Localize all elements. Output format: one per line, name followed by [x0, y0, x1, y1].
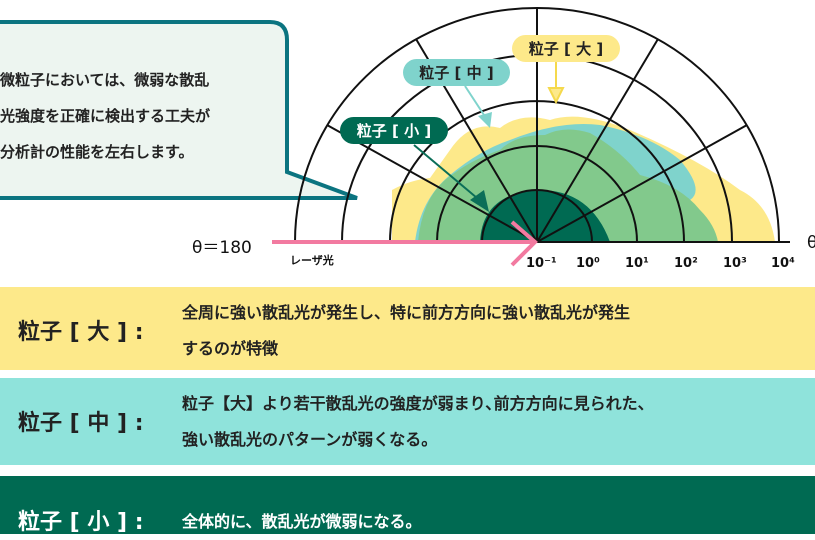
callout-text: 微粒子においては、微弱な散乱 光強度を正確に検出する工夫が 分析計の性能を左右し…: [0, 62, 290, 170]
tag-small: 粒子 [ 小 ]: [340, 117, 448, 144]
theta-180-label: θ＝180: [192, 238, 252, 258]
tag-medium: 粒子 [ 中 ]: [403, 59, 510, 86]
panel-name: 粒子 [ 大 ] :: [18, 320, 144, 345]
tick-label: 10⁻¹: [526, 256, 557, 271]
polar-scatter-diagram: [0, 7, 790, 267]
tick-label: 10³: [723, 256, 747, 271]
callout-line: 光強度を正確に検出する工夫が: [0, 107, 211, 125]
polar-grid: [292, 7, 790, 243]
tag-large: 粒子 [ 大 ]: [512, 35, 620, 62]
panel-large: 粒子 [ 大 ] : 全周に強い散乱光が発生し、特に前方方向に強い散乱光が発生 …: [0, 287, 815, 370]
panel-medium: 粒子 [ 中 ] : 粒子【大】より若干散乱光の強度が弱まり､前方方向に見られた…: [0, 378, 815, 465]
panel-name: 粒子 [ 小 ] :: [18, 510, 144, 535]
desc-line: 強い散乱光のパターンが弱くなる。: [182, 430, 438, 449]
callout-line: 微粒子においては、微弱な散乱: [0, 71, 210, 89]
desc-line: 粒子【大】より若干散乱光の強度が弱まり､前方方向に見られた、: [182, 394, 654, 413]
pointer-arrows: [413, 62, 565, 212]
panel-name: 粒子 [ 中 ] :: [18, 411, 144, 436]
laser-label: レーザ光: [290, 254, 334, 267]
panel-desc: 全体的に、散乱光が微弱になる。: [182, 504, 422, 540]
tick-label: 10⁴: [771, 256, 795, 271]
panel-small: 粒子 [ 小 ] : 全体的に、散乱光が微弱になる。: [0, 476, 815, 535]
callout-box: [0, 20, 358, 200]
desc-line: 全体的に、散乱光が微弱になる。: [182, 512, 422, 531]
tick-label: 10²: [674, 256, 698, 271]
desc-line: するのが特徴: [182, 339, 279, 358]
callout-line: 分析計の性能を左右します。: [0, 143, 194, 161]
tick-label: 10¹: [625, 256, 649, 271]
panel-desc: 粒子【大】より若干散乱光の強度が弱まり､前方方向に見られた、 強い散乱光のパター…: [182, 386, 654, 458]
laser-arrow: [272, 220, 538, 267]
tick-label: 10⁰: [576, 256, 600, 271]
desc-line: 全周に強い散乱光が発生し、特に前方方向に強い散乱光が発生: [182, 303, 631, 322]
theta-0-label: θ: [807, 233, 815, 253]
panel-desc: 全周に強い散乱光が発生し、特に前方方向に強い散乱光が発生 するのが特徴: [182, 295, 630, 367]
